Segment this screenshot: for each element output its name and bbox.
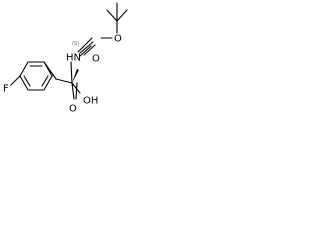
carboxylic-acid-group — [71, 82, 81, 100]
boc-carbonyl-group — [77, 37, 113, 57]
amino-bond — [70, 61, 73, 84]
atom-label-f: F — [3, 84, 9, 95]
tert-butyl-group — [106, 2, 128, 34]
chemical-structure: HN O O O OH F (S) — [3, 2, 128, 115]
stereo-wedge-bond — [72, 69, 79, 83]
atom-label-o-ester: O — [114, 34, 122, 45]
atom-label-o-acid: O — [69, 104, 77, 115]
stereo-label: (S) — [72, 41, 79, 47]
atom-label-oh: OH — [83, 96, 98, 107]
fluorophenyl-ring — [10, 61, 53, 91]
atom-label-o-carbonyl: O — [92, 54, 100, 65]
side-chain — [43, 61, 73, 84]
atom-label-nh: HN — [66, 53, 81, 64]
